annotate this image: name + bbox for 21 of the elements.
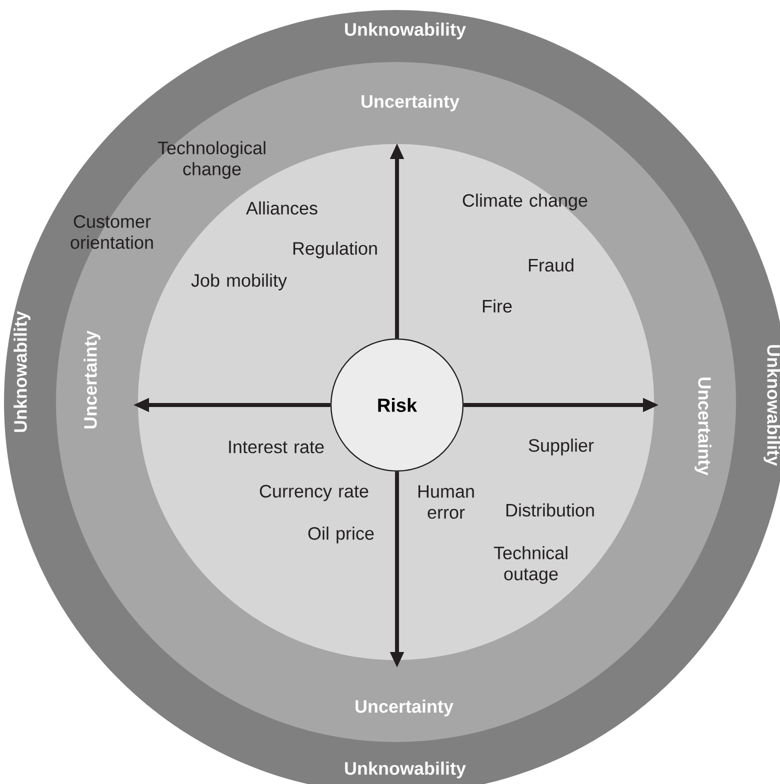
risk-label: Fraud xyxy=(528,258,574,272)
risk-label: Climate change xyxy=(462,194,588,210)
risk-label: Alliances xyxy=(246,201,318,215)
risk-label: Fire xyxy=(482,299,512,313)
risk-label: Technological change xyxy=(158,141,266,179)
risk-label: Regulation xyxy=(293,242,377,258)
risk-label: Customer orientation xyxy=(70,215,153,249)
ring-label: Unknowability xyxy=(345,762,466,778)
ring-label: Uncertainty xyxy=(694,378,712,476)
risk-label: Currency rate xyxy=(260,484,368,502)
ring-label: Unknowability xyxy=(345,22,466,40)
ring-label: Uncertainty xyxy=(84,330,100,428)
ring-label: Uncertainty xyxy=(356,700,454,716)
ring-label: Unknowability xyxy=(764,345,780,466)
risk-label: Technical outage xyxy=(494,546,568,584)
risk-label: Job mobility xyxy=(191,274,287,290)
ring-label: Uncertainty xyxy=(362,94,460,112)
risk-label: Oil price xyxy=(308,526,374,544)
ring-label: Unknowability xyxy=(14,311,30,432)
risk-label: Supplier xyxy=(528,438,594,456)
risk-label: Distribution xyxy=(506,503,594,517)
